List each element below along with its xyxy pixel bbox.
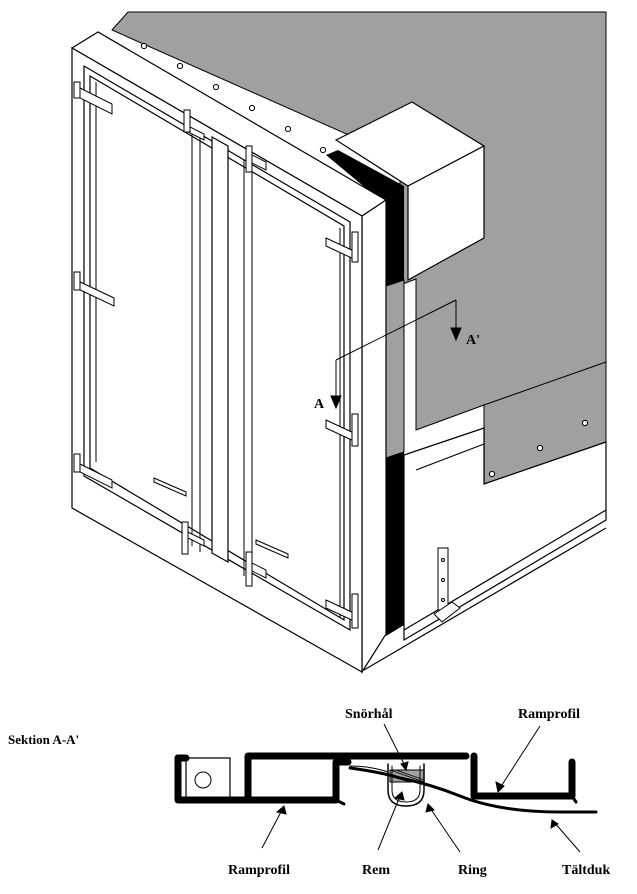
side-wall — [363, 427, 607, 671]
label-ring: Ring — [458, 863, 487, 878]
latch-bracket — [433, 547, 461, 623]
label-ramprofil-top: Ramprofil — [518, 707, 580, 722]
frame-strip — [385, 279, 405, 459]
cut-line — [330, 299, 462, 410]
door-hinges — [73, 81, 359, 629]
cut-mark-a: A — [314, 397, 325, 412]
door-panels — [95, 82, 341, 618]
cut-mark-a-prime: A' — [466, 333, 480, 348]
label-rem: Rem — [362, 863, 390, 878]
door-frame — [70, 31, 388, 675]
label-ramprofil-bottom: Ramprofil — [228, 863, 290, 878]
gasket-upper — [326, 150, 404, 286]
label-snorhal: Snörhål — [345, 707, 393, 722]
gasket-lower — [386, 450, 404, 636]
section-profile — [174, 752, 598, 814]
section-leaders — [261, 723, 581, 853]
corner-box — [334, 101, 486, 282]
label-taltduk: Tältduk — [562, 863, 610, 878]
section-title: Sektion A-A' — [8, 732, 79, 747]
door-handles — [153, 477, 289, 559]
